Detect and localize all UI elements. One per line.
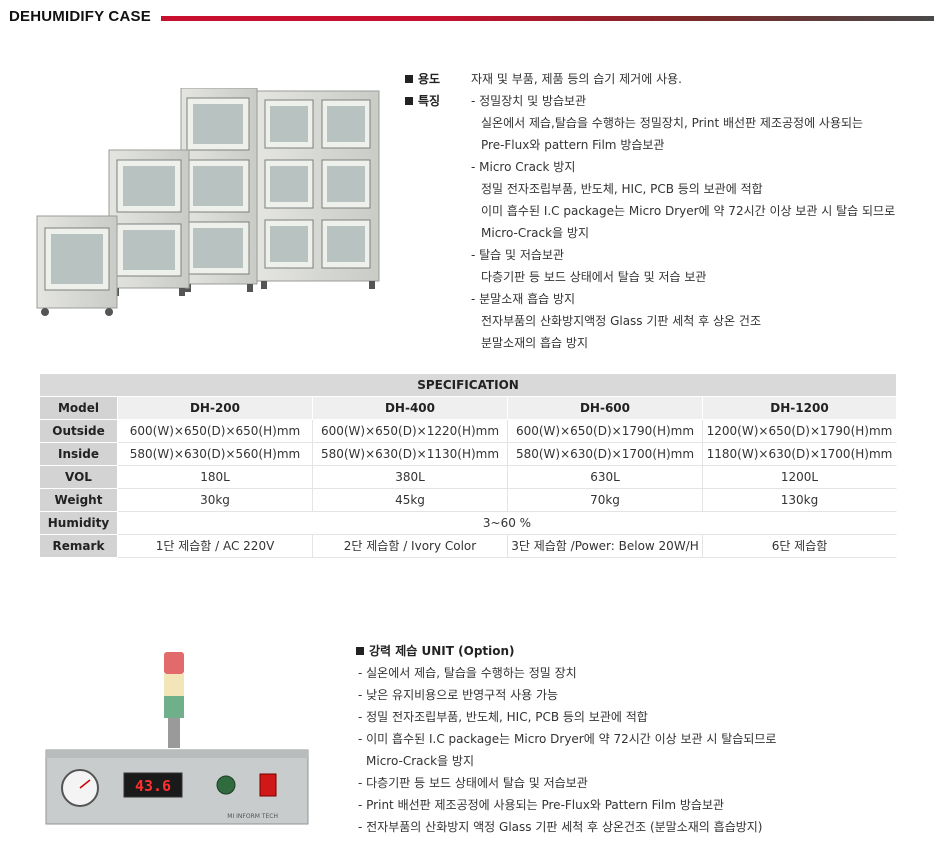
spec-remark-cell: 1단 제습함 / AC 220V: [118, 535, 313, 558]
spec-cell: 580(W)×630(D)×1130(H)mm: [313, 443, 508, 466]
power-switch-icon: [259, 773, 277, 797]
spec-cell: 180L: [118, 466, 313, 489]
features-section: 용도 자재 및 부품, 제품 등의 습기 제거에 사용. 특징 - 정밀장치 및 방습…: [405, 68, 925, 354]
feature-line-text: Pre-Flux와 pattern Film 방습보관: [481, 138, 665, 152]
feature-line: 정밀 전자조립부품, 반도체, HIC, PCB 등의 보관에 적합: [405, 178, 925, 200]
spec-row-label: Weight: [40, 489, 118, 512]
indicator-lamp-icon: [216, 775, 236, 795]
spec-row-label: Inside: [40, 443, 118, 466]
unit-line: - Print 배선판 제조공정에 사용되는 Pre-Flux와 Pattern…: [358, 798, 725, 812]
feature-use-label-text: 용도: [418, 72, 441, 86]
spec-humidity-value: 3~60 %: [118, 512, 897, 535]
spec-cell: 580(W)×630(D)×1700(H)mm: [508, 443, 703, 466]
feature-line-text: 이미 흡수된 I.C package는 Micro Dryer에 약 72시간 …: [481, 204, 896, 218]
dehumidify-unit-photo: 43.6 MI INFORM TECH: [42, 650, 312, 830]
spec-cell: 1200L: [703, 466, 897, 489]
page-header: DEHUMIDIFY CASE: [9, 8, 934, 28]
feature-line: 분말소재의 흡습 방지: [405, 332, 925, 354]
unit-title-row: 강력 제습 UNIT (Option): [356, 640, 916, 662]
unit-option-section: 강력 제습 UNIT (Option) - 실온에서 제습, 탈습을 수행하는 정…: [356, 640, 916, 838]
panel-brand-label: MI INFORM TECH: [227, 813, 278, 820]
unit-line: - 실온에서 제습, 탈습을 수행하는 정밀 장치: [358, 666, 577, 680]
spec-model-dh-600: DH-600: [508, 397, 703, 420]
title-divider: [161, 16, 934, 21]
cabinet-dh-400: [108, 149, 190, 296]
spec-model-dh-1200: DH-1200: [703, 397, 897, 420]
spec-cell: 600(W)×650(D)×650(H)mm: [118, 420, 313, 443]
signal-tower-light: [164, 652, 184, 748]
spec-cell: 130kg: [703, 489, 897, 512]
feature-line-text: - 정밀장치 및 방습보관: [471, 94, 587, 108]
feature-line-text: 실온에서 제습,탈습을 수행하는 정밀장치, Print 배선판 제조공정에 사…: [481, 116, 864, 130]
unit-line: Micro-Crack을 방지: [366, 754, 474, 768]
feature-label-text: 특징: [418, 94, 441, 108]
feature-use-label: 용도: [405, 68, 440, 90]
feature-line-text: - Micro Crack 방지: [471, 160, 576, 174]
spec-model-label: Model: [40, 397, 118, 420]
spec-row-label: VOL: [40, 466, 118, 489]
spec-cell: 45kg: [313, 489, 508, 512]
spec-model-dh-200: DH-200: [118, 397, 313, 420]
spec-cell: 630L: [508, 466, 703, 489]
unit-line: - 낮은 유지비용으로 반영구적 사용 가능: [358, 688, 559, 702]
feature-line-text: 정밀 전자조립부품, 반도체, HIC, PCB 등의 보관에 적합: [481, 182, 763, 196]
feature-line-text: - 분말소재 흡습 방지: [471, 292, 576, 306]
spec-cell: 380L: [313, 466, 508, 489]
feature-label: 특징: [405, 90, 440, 112]
spec-remark-cell: 3단 제습함 /Power: Below 20W/H: [508, 535, 703, 558]
unit-line: - 정밀 전자조립부품, 반도체, HIC, PCB 등의 보관에 적합: [358, 710, 648, 724]
spec-cell: 580(W)×630(D)×560(H)mm: [118, 443, 313, 466]
feature-use-value: 자재 및 부품, 제품 등의 습기 제거에 사용.: [471, 72, 682, 86]
feature-line-text: 전자부품의 산화방지액정 Glass 기판 세척 후 상온 건조: [481, 314, 761, 328]
spec-cell: 600(W)×650(D)×1220(H)mm: [313, 420, 508, 443]
spec-row-label: Outside: [40, 420, 118, 443]
spec-model-dh-400: DH-400: [313, 397, 508, 420]
spec-remark-cell: 2단 제습함 / Ivory Color: [313, 535, 508, 558]
spec-row-label: Humidity: [40, 512, 118, 535]
feature-line: 전자부품의 산화방지액정 Glass 기판 세척 후 상온 건조: [405, 310, 925, 332]
page-title: DEHUMIDIFY CASE: [9, 8, 151, 25]
feature-line-text: 다층기판 등 보드 상태에서 탈습 및 저습 보관: [481, 270, 707, 284]
square-bullet-icon: [405, 74, 413, 83]
feature-line-text: 분말소재의 흡습 방지: [481, 336, 588, 350]
feature-line: 다층기판 등 보드 상태에서 탈습 및 저습 보관: [405, 266, 925, 288]
cabinet-dh-200: [36, 215, 118, 316]
feature-line: - Micro Crack 방지: [405, 156, 925, 178]
spec-cell: 1200(W)×650(D)×1790(H)mm: [703, 420, 897, 443]
spec-remark-cell: 6단 제습함: [703, 535, 897, 558]
cabinet-dh-600: [180, 88, 258, 292]
unit-line: - 전자부품의 산화방지 액정 Glass 기판 세척 후 상온건조 (분말소재…: [358, 820, 763, 834]
square-bullet-icon: [356, 646, 364, 655]
unit-display-readout: 43.6: [135, 777, 171, 795]
spec-cell: 600(W)×650(D)×1790(H)mm: [508, 420, 703, 443]
feature-line: - 분말소재 흡습 방지: [405, 288, 925, 310]
unit-title-text: 강력 제습 UNIT (Option): [369, 644, 515, 658]
feature-line: Pre-Flux와 pattern Film 방습보관: [405, 134, 925, 156]
spec-cell: 1180(W)×630(D)×1700(H)mm: [703, 443, 897, 466]
unit-line: - 다층기판 등 보드 상태에서 탈습 및 저습보관: [358, 776, 588, 790]
feature-line: 특징 - 정밀장치 및 방습보관: [405, 90, 925, 112]
feature-line: 실온에서 제습,탈습을 수행하는 정밀장치, Print 배선판 제조공정에 사…: [405, 112, 925, 134]
feature-line: - 탈습 및 저습보관: [405, 244, 925, 266]
feature-line: Micro-Crack을 방지: [405, 222, 925, 244]
square-bullet-icon: [405, 96, 413, 105]
spec-cell: 70kg: [508, 489, 703, 512]
feature-line-text: - 탈습 및 저습보관: [471, 248, 565, 262]
spec-cell: 30kg: [118, 489, 313, 512]
cabinet-dh-1200: [256, 90, 380, 289]
product-photo-cabinets: [36, 88, 380, 316]
feature-line-text: Micro-Crack을 방지: [481, 226, 589, 240]
feature-line: 이미 흡수된 I.C package는 Micro Dryer에 약 72시간 …: [405, 200, 925, 222]
spec-row-label: Remark: [40, 535, 118, 558]
unit-line: - 이미 흡수된 I.C package는 Micro Dryer에 약 72시…: [358, 732, 777, 746]
feature-use-row: 용도 자재 및 부품, 제품 등의 습기 제거에 사용.: [405, 68, 925, 90]
spec-heading: SPECIFICATION: [40, 374, 897, 397]
